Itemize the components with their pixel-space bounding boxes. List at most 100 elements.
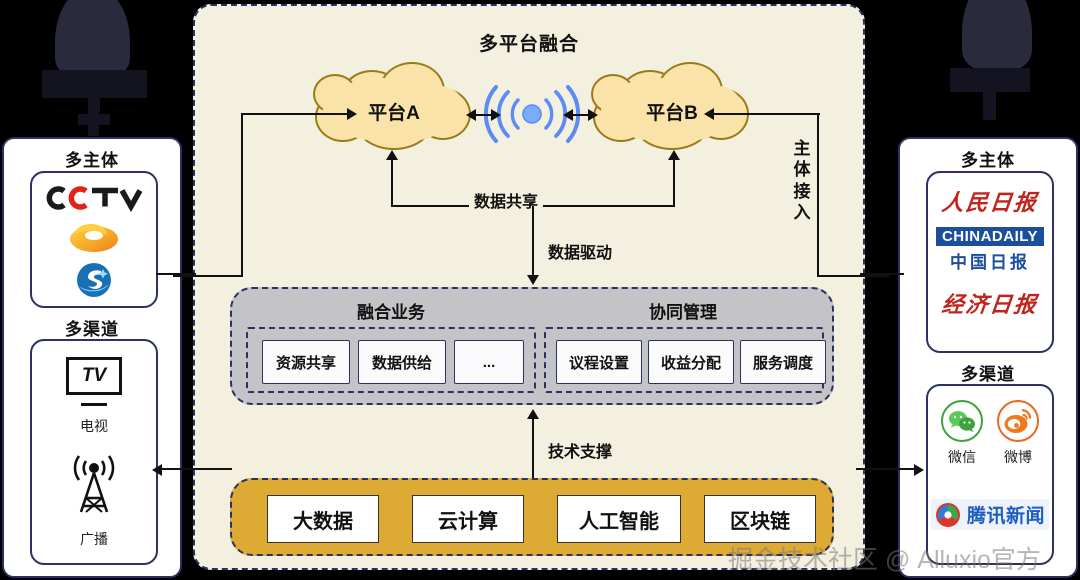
arrow-signal-b-right <box>588 109 598 121</box>
left-channels-title: 多渠道 <box>65 320 119 339</box>
right-media-panel: 多主体 人民日报 CHINADAILY 中国日报 经济日报 多渠道 <box>898 137 1078 578</box>
plus-icon-bar <box>78 114 110 125</box>
data-driven-label: 数据驱动 <box>543 239 618 263</box>
left-channel-connector <box>160 468 232 471</box>
arrow-a-signal-right <box>491 109 501 121</box>
tech-support-vline <box>532 417 535 479</box>
arrow-data-driven <box>527 275 539 285</box>
right-channels-card: 微信 微博 <box>926 384 1054 565</box>
right-subject-connector <box>860 273 904 276</box>
fusion-business-group: 资源共享 数据供给 ... <box>246 327 536 393</box>
weibo-icon[interactable] <box>997 400 1039 442</box>
access-right-label: 主体接入 <box>793 139 811 222</box>
coordination-management-group: 议程设置 收益分配 服务调度 <box>544 327 826 393</box>
chip-resource-share[interactable]: 资源共享 <box>262 340 350 384</box>
arrow-to-left-channels <box>152 464 162 476</box>
weibo-icon-svg <box>1004 409 1032 433</box>
tv-icon: TV <box>66 357 122 395</box>
tv-icon-glyph: TV <box>81 365 107 386</box>
access-left-hline-top <box>241 113 351 116</box>
data-driven-vline <box>532 206 535 276</box>
data-share-right-riser <box>673 158 676 207</box>
cctv-logo-svg <box>46 186 143 212</box>
cloud-platform-b: 平台B <box>591 62 751 152</box>
radio-tower-icon <box>61 454 127 521</box>
arrow-data-share-to-b <box>668 150 680 160</box>
arrow-a-signal-left <box>466 109 476 121</box>
tech-support-label: 技术支撑 <box>543 438 618 462</box>
smg-logo-svg <box>77 263 111 297</box>
china-daily-logo: CHINADAILY 中国日报 <box>935 227 1045 273</box>
right-subjects-card: 人民日报 CHINADAILY 中国日报 经济日报 <box>926 171 1054 353</box>
radio-tower-svg <box>73 455 115 513</box>
china-daily-wordmark: CHINADAILY <box>935 227 1045 246</box>
access-right-hline-bottom <box>817 275 889 278</box>
link-a-signal <box>476 114 494 117</box>
chip-service-scheduling[interactable]: 服务调度 <box>740 340 826 384</box>
left-channels-card: TV 电视 广播 <box>30 339 158 565</box>
tech-chip-cloud[interactable]: 云计算 <box>412 495 524 543</box>
left-subjects-card <box>30 171 158 308</box>
arrow-to-right-channels <box>914 464 924 476</box>
weibo-label: 微博 <box>1004 449 1032 465</box>
silhouette-base <box>950 68 1030 92</box>
access-right-hline-top <box>710 113 820 116</box>
jingji-ribao-logo: 经济日报 <box>940 292 1040 317</box>
tech-chip-ai[interactable]: 人工智能 <box>557 495 681 543</box>
silhouette-head <box>55 0 130 78</box>
left-subjects-title: 多主体 <box>65 151 119 170</box>
right-channels-title: 多渠道 <box>961 365 1015 384</box>
cmg-logo-svg <box>70 224 118 252</box>
tv-label: 电视 <box>80 418 108 434</box>
cmg-yangshi-logo <box>68 219 120 255</box>
silhouette-base <box>42 70 147 98</box>
cloud-b-label: 平台B <box>646 103 698 124</box>
tencent-news-logo[interactable]: 腾讯新闻 <box>930 499 1049 530</box>
arrow-signal-b-left <box>563 109 573 121</box>
access-left-hline-bottom <box>173 275 243 278</box>
tencent-news-icon-svg <box>935 502 960 527</box>
chip-revenue-allocation[interactable]: 收益分配 <box>648 340 734 384</box>
right-channel-connector <box>856 468 916 471</box>
tv-stand <box>81 403 107 406</box>
tencent-news-label: 腾讯新闻 <box>966 506 1045 527</box>
right-subjects-title: 多主体 <box>961 151 1015 170</box>
group-title-coordination: 协同管理 <box>649 303 717 322</box>
left-subject-connector <box>156 273 196 276</box>
wechat-icon[interactable] <box>941 400 983 442</box>
social-icons-row: 微信 微博 <box>941 400 1039 467</box>
arrow-access-left-into-cloud <box>347 108 357 120</box>
shanghai-media-logo <box>74 261 114 299</box>
cloud-platform-a: 平台A <box>313 62 473 152</box>
main-title: 多平台融合 <box>478 34 579 55</box>
access-left-vline <box>241 113 244 277</box>
chip-data-supply[interactable]: 数据供给 <box>358 340 446 384</box>
chip-agenda-setting[interactable]: 议程设置 <box>556 340 642 384</box>
access-right-vline <box>817 113 820 277</box>
silhouette-stem <box>983 90 996 120</box>
link-signal-b <box>573 114 591 117</box>
left-media-panel: 多主体 <box>2 137 182 578</box>
silhouette-head <box>962 0 1032 70</box>
top-right-silhouette <box>890 0 1080 135</box>
cloud-a-label: 平台A <box>368 103 420 124</box>
wechat-label: 微信 <box>948 449 976 465</box>
group-title-fusion: 融合业务 <box>357 303 425 322</box>
wechat-icon-svg <box>949 411 975 432</box>
data-share-left-riser <box>391 158 394 207</box>
data-share-label: 数据共享 <box>469 188 544 212</box>
multi-platform-fusion-container: 多平台融合 平台A <box>173 4 889 570</box>
chip-more[interactable]: ... <box>454 340 524 384</box>
arrow-data-share-to-a <box>386 150 398 160</box>
technology-support-band: 大数据 云计算 人工智能 区块链 <box>230 478 834 556</box>
arrow-tech-support <box>527 409 539 419</box>
tech-chip-blockchain[interactable]: 区块链 <box>704 495 816 543</box>
renmin-ribao-logo: 人民日报 <box>940 190 1040 215</box>
top-left-silhouette <box>0 0 190 136</box>
cctv-logo <box>42 183 146 213</box>
china-daily-sub: 中国日报 <box>950 253 1030 272</box>
tech-chip-bigdata[interactable]: 大数据 <box>267 495 379 543</box>
radio-label: 广播 <box>80 531 108 547</box>
business-management-band: 融合业务 资源共享 数据供给 ... 协同管理 议程设置 收益分配 服务调度 <box>230 287 834 405</box>
